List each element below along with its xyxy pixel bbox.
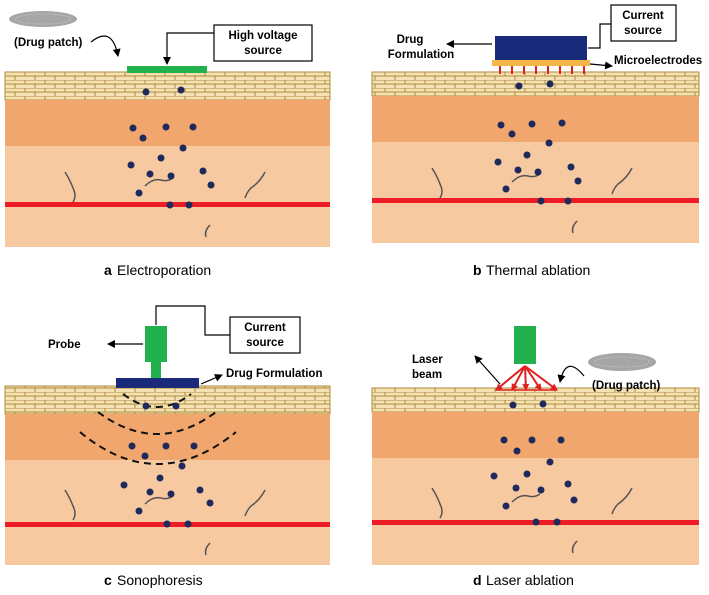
source-label-line2: source xyxy=(244,45,282,57)
panel-title-c: Sonophoresis xyxy=(117,572,203,588)
drug-particles-d xyxy=(490,400,578,526)
ultrasound-waves xyxy=(79,393,237,465)
electrode-patch xyxy=(127,66,207,73)
high-voltage-source-box xyxy=(213,24,313,62)
source-label: Current xyxy=(244,322,286,334)
source-label-line2: source xyxy=(624,25,662,37)
panel-letter-d: d xyxy=(473,572,482,588)
skin-block-d xyxy=(371,387,700,565)
drug-patch-oval-d xyxy=(588,353,656,371)
drug-particles-b xyxy=(494,80,582,205)
source-label-line2: source xyxy=(246,337,284,349)
panel-a-electroporation: (Drug patch) High voltage source a Elect… xyxy=(4,11,331,278)
probe-label: Probe xyxy=(48,339,81,351)
panel-title-b: Thermal ablation xyxy=(486,262,590,278)
laser-rays xyxy=(495,365,558,391)
electrodes-arrow xyxy=(589,61,613,70)
drug-formulation-label: Drug Formulation xyxy=(226,368,322,380)
panel-letter-a: a xyxy=(104,262,112,278)
panel-b-thermal-ablation: Drug Formulation Current source Microele… xyxy=(371,4,702,278)
curved-arrow xyxy=(90,35,121,57)
current-source-box xyxy=(229,316,301,354)
skin-block-a xyxy=(4,71,331,247)
panel-title-d: Laser ablation xyxy=(486,572,574,588)
panel-c-sonophoresis: Probe Current source Drug Formulation c … xyxy=(4,305,331,588)
skin-block-b xyxy=(371,71,700,243)
ultrasound-probe xyxy=(116,326,199,388)
drug-formulation-label: Drug xyxy=(397,34,424,46)
formulation-arrow xyxy=(200,374,223,385)
drug-formulation-label-line2: Formulation xyxy=(388,49,454,61)
drug-patch-oval-a xyxy=(9,11,77,27)
laser-beam-label: Laser xyxy=(412,354,443,366)
panel-title-a: Electroporation xyxy=(117,262,211,278)
drug-patch-label: (Drug patch) xyxy=(14,37,83,49)
microelectrode-device xyxy=(492,36,590,74)
source-label: High voltage xyxy=(228,30,297,42)
current-source-box xyxy=(610,4,677,42)
panel-d-laser-ablation: Laser beam (Drug patch) d Laser ablation xyxy=(371,326,700,588)
drug-particles-a xyxy=(127,86,215,209)
microelectrodes-label: Microelectrodes xyxy=(614,55,702,67)
laser-beam-label-line2: beam xyxy=(412,369,442,381)
panel-letter-c: c xyxy=(104,572,112,588)
curved-arrow xyxy=(557,365,585,383)
connector-line xyxy=(155,305,230,336)
drug-particles-c xyxy=(120,402,214,528)
source-label: Current xyxy=(622,10,664,22)
connector-arrow xyxy=(163,32,214,65)
connector-line xyxy=(588,23,611,49)
panel-letter-b: b xyxy=(473,262,482,278)
skin-block-c xyxy=(4,385,331,565)
beam-arrow xyxy=(474,355,501,385)
drug-patch-label: (Drug patch) xyxy=(592,380,661,392)
blood-vessel xyxy=(372,198,699,203)
laser-emitter xyxy=(514,326,536,364)
